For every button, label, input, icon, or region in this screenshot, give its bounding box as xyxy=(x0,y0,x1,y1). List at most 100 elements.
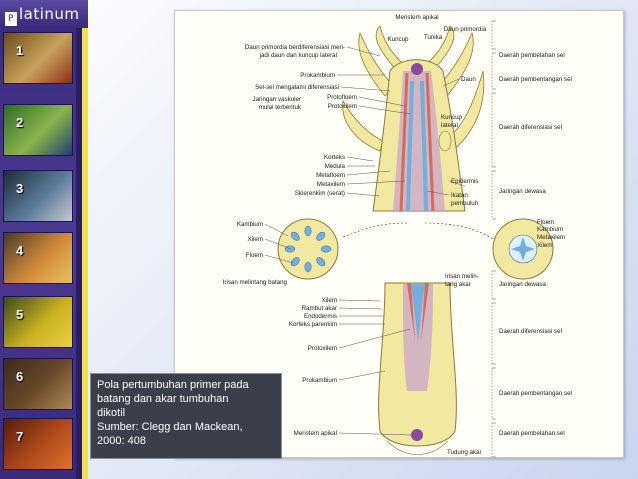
arrow-to-root-section xyxy=(424,222,494,240)
thumbnail-image xyxy=(4,233,72,283)
label-left: Irisan melintang batang xyxy=(223,279,288,286)
phloem-strand-right xyxy=(425,72,435,212)
leaf-right-lower xyxy=(446,70,485,152)
label-mid: pembuluh xyxy=(451,200,479,207)
xylem-strand-right xyxy=(420,80,428,212)
leader-line xyxy=(358,96,406,107)
label-mid: tang akar xyxy=(445,281,471,288)
root-xylem xyxy=(411,283,425,341)
thumbnail-image xyxy=(4,297,72,347)
logo-text: latinum xyxy=(19,5,80,23)
leader-line xyxy=(442,78,460,87)
thumbnail-number: 5 xyxy=(16,307,24,322)
root-phloem-right xyxy=(421,283,429,341)
leader-line xyxy=(338,328,411,349)
label-left: Protoxilem xyxy=(328,103,357,110)
vascular-bundle xyxy=(316,231,326,241)
leaf-primordium-left xyxy=(375,25,406,72)
zone-label: Jaringan dewasa xyxy=(499,188,546,195)
leader-line xyxy=(448,180,466,187)
zone-label: Daerah pembelahan sel xyxy=(499,52,565,59)
leader-line xyxy=(264,223,289,237)
label-mid: Floem xyxy=(537,219,554,226)
leader-line xyxy=(340,86,391,92)
zone-label: Daerah pembentangan sel xyxy=(499,390,572,397)
zone-label: Jaringan dewasa xyxy=(499,281,546,288)
vascular-bundle xyxy=(320,245,332,253)
label-tunika: Tunika xyxy=(424,34,443,41)
apical-meristem-shoot xyxy=(411,63,423,75)
caption-box: Pola pertumbuhan primer pada batang dan … xyxy=(90,373,282,459)
leader-line xyxy=(346,156,374,162)
slide-thumbnail-4[interactable]: 4 xyxy=(3,232,73,284)
thumbnail-number: 4 xyxy=(16,243,24,258)
label-kuncup: Kuncup xyxy=(388,36,410,43)
vascular-bundle xyxy=(304,225,312,237)
label-mid: Daun xyxy=(461,76,476,83)
label-left: Protofloem xyxy=(327,94,357,101)
label-left: Daun primordia berdiferensiasi men- xyxy=(245,44,345,51)
root-cap xyxy=(386,440,449,455)
label-left: Prokambium xyxy=(302,377,337,384)
thumbnail-image xyxy=(4,359,72,409)
caption-line: dikotil xyxy=(97,407,126,419)
leader-line xyxy=(358,105,411,115)
zone-label: Daerah pembentangan sel xyxy=(499,76,572,83)
label-left: Kambium xyxy=(237,221,263,228)
thumbnail-number: 6 xyxy=(16,369,24,384)
xylem-strand-left xyxy=(406,80,414,212)
slide-thumbnail-5[interactable]: 5 xyxy=(3,296,73,348)
vascular-bundle xyxy=(284,245,296,253)
caption-line: 2000: 408 xyxy=(97,435,146,447)
thumbnail-image xyxy=(4,171,72,221)
label-left: Sel-sel mengalami diferensiasi xyxy=(255,84,339,91)
root-xylem-star xyxy=(511,237,535,261)
label-left: Xilem xyxy=(248,236,263,243)
label-mid: Tudung akar xyxy=(447,449,482,456)
leaf-right-upper xyxy=(438,31,474,97)
label-left: Protoxilem xyxy=(308,345,337,352)
label-left: Meristem apikal xyxy=(294,430,337,437)
slide-thumbnail-6[interactable]: 6 xyxy=(3,358,73,410)
thumbnail-number: 3 xyxy=(16,181,24,196)
label-left: Korteks parenkim xyxy=(289,321,337,328)
label-left: mulai terbentuk xyxy=(259,104,302,111)
caption-line: batang dan akar tumbuhan xyxy=(97,393,229,405)
slide-thumbnail-1[interactable]: 1 xyxy=(3,32,73,84)
leader-line xyxy=(338,432,412,436)
vascular-bundle xyxy=(316,257,326,267)
label-left: Jaringan vaskuler xyxy=(253,96,302,103)
leader-line xyxy=(264,254,294,264)
zone-label: Daerah pembelahan sel xyxy=(499,430,565,437)
leader-line xyxy=(346,192,380,197)
label-mid: Xilem xyxy=(537,242,552,249)
thumbnail-number: 7 xyxy=(16,429,24,444)
thumbnail-number: 2 xyxy=(16,115,24,130)
slide-thumbnail-2[interactable]: 2 xyxy=(3,104,73,156)
slide-thumbnail-7[interactable]: 7 xyxy=(3,418,73,470)
vascular-bundle xyxy=(304,261,312,273)
zone-label: Daerah diferensiasi sel xyxy=(499,328,562,335)
leader-line xyxy=(338,299,381,302)
phloem-strand-left xyxy=(399,72,409,212)
thumbnail-number: 1 xyxy=(16,43,24,58)
logo-mark-icon: P xyxy=(5,12,17,26)
arrow-to-stem-section xyxy=(342,222,408,238)
leader-line xyxy=(346,46,381,57)
label-left: Xilem xyxy=(322,297,337,304)
leader-line xyxy=(264,238,292,250)
thumbnail-image xyxy=(4,105,72,155)
label-left: Metafloem xyxy=(316,172,345,179)
label-left: Korteks xyxy=(324,154,345,161)
slide-thumbnail-3[interactable]: 3 xyxy=(3,170,73,222)
label-mid: lateral xyxy=(441,122,458,129)
caption-line: Pola pertumbuhan primer pada xyxy=(97,379,249,391)
label-left: Endodermis xyxy=(304,313,337,320)
label-daun-primordia: Daun primordia xyxy=(444,26,487,33)
label-mid: Epidermis xyxy=(451,178,479,185)
label-left: Medula xyxy=(325,163,346,170)
label-mid: Kambium xyxy=(537,226,563,233)
label-meristem-apikal: Meristem apikal xyxy=(395,14,438,21)
